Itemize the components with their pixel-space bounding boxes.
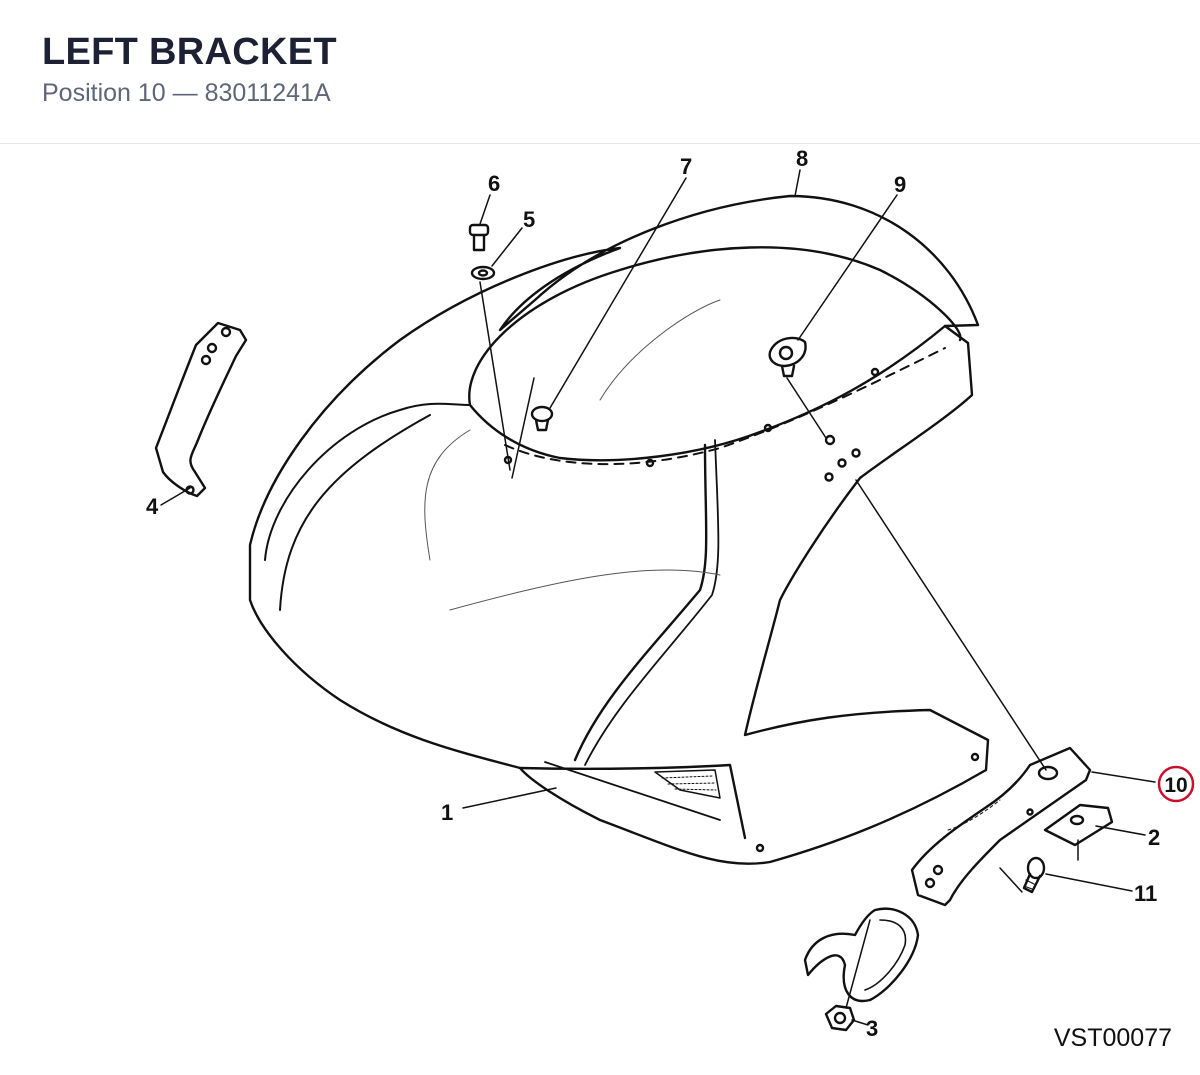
bracket-part-4 bbox=[154, 321, 248, 498]
callout-9: 9 bbox=[894, 172, 906, 197]
callout-10: 10 bbox=[1164, 774, 1187, 797]
callout-6: 6 bbox=[488, 171, 500, 196]
fastener-part-9 bbox=[768, 336, 807, 378]
callout-11: 11 bbox=[1134, 881, 1157, 906]
bracket-part-10 bbox=[910, 746, 1092, 907]
callout-1: 1 bbox=[441, 800, 453, 825]
leader-lines bbox=[160, 169, 1156, 1026]
fastener-part-7 bbox=[530, 405, 554, 432]
callout-10-highlight[interactable]: 10 bbox=[1157, 765, 1195, 803]
callout-7: 7 bbox=[680, 154, 692, 179]
callout-2: 2 bbox=[1148, 825, 1160, 850]
screw-part-6 bbox=[468, 223, 490, 252]
screw-part-11 bbox=[1022, 856, 1046, 894]
washer-part-5 bbox=[470, 265, 496, 281]
page-header: LEFT BRACKET Position 10 — 83011241A bbox=[0, 0, 1200, 144]
page-title: LEFT BRACKET bbox=[42, 31, 337, 73]
page-subtitle: Position 10 — 83011241A bbox=[42, 79, 331, 107]
callout-labels: 1 2 3 4 5 6 7 8 9 11 bbox=[146, 146, 1160, 1041]
fairing-part bbox=[248, 194, 990, 865]
callout-5: 5 bbox=[523, 207, 535, 232]
callout-3: 3 bbox=[866, 1016, 878, 1041]
clip-nut-part-2 bbox=[1043, 803, 1114, 847]
diagram-code: VST00077 bbox=[1053, 1024, 1172, 1052]
air-duct bbox=[803, 907, 920, 1003]
callout-4: 4 bbox=[146, 494, 159, 519]
highlight-ring bbox=[1157, 765, 1195, 803]
nut-part-3 bbox=[824, 1004, 856, 1032]
callout-8: 8 bbox=[796, 146, 808, 171]
